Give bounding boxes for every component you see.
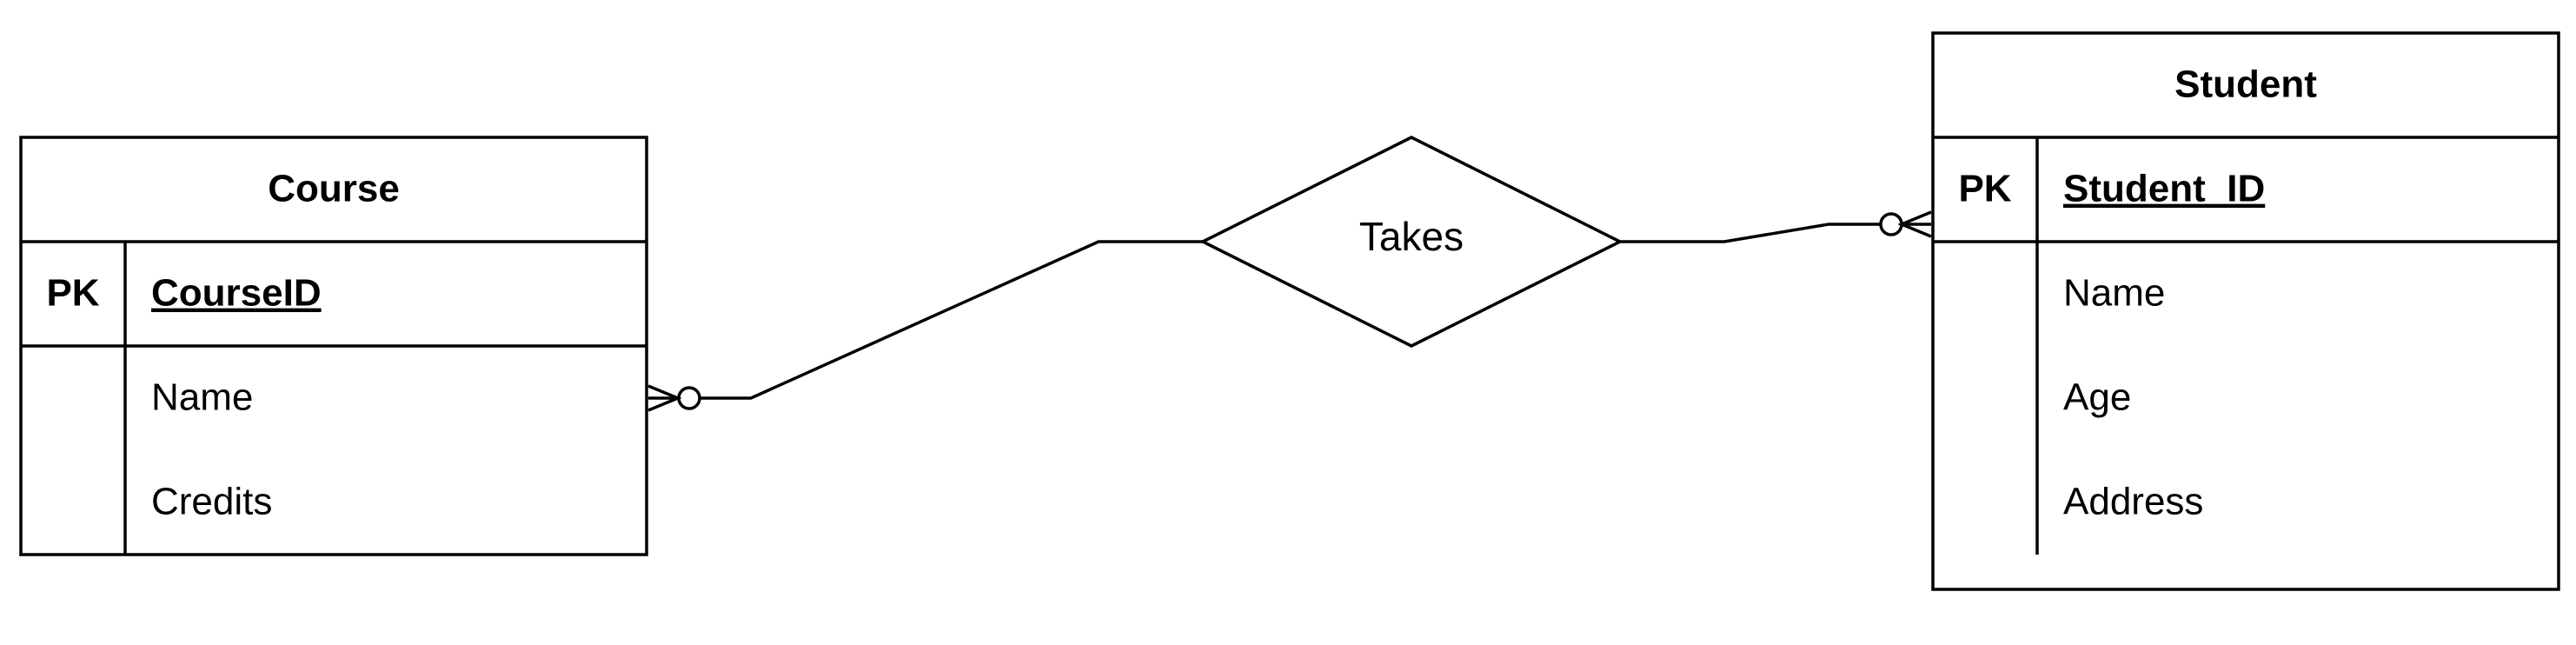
- entity-student-pk-label: PK: [1958, 168, 2011, 210]
- zero-cardinality-circle: [677, 386, 701, 410]
- crows-foot-icon: [1897, 210, 1932, 238]
- entity-student-box: [1931, 31, 2560, 591]
- entity-course[interactable]: Course PK CourseID Name Credits: [19, 136, 648, 556]
- entity-student-attribute: Name: [2063, 272, 2165, 315]
- relationship-label: Takes: [1359, 214, 1464, 259]
- connector-takes-student: [1620, 210, 1932, 243]
- entity-student-title: Student: [2174, 63, 2317, 106]
- entity-course-title: Course: [268, 168, 400, 210]
- crows-foot-icon: [647, 384, 682, 412]
- entity-course-pk-field: CourseID: [151, 272, 322, 315]
- entity-course-attribute: Name: [151, 376, 253, 419]
- connector-line: [1620, 223, 1881, 243]
- entity-student-attribute: Address: [2063, 481, 2203, 523]
- entity-student-attribute: Age: [2063, 376, 2131, 419]
- entity-course-pk-label: PK: [46, 272, 99, 315]
- entity-student-pk-field: Student_ID: [2063, 168, 2265, 210]
- connector-takes-course: [647, 240, 1203, 412]
- relationship-takes[interactable]: Takes: [1199, 136, 1623, 348]
- entity-course-attribute: Credits: [151, 481, 272, 523]
- connector-line: [700, 240, 1203, 400]
- entity-student[interactable]: Student PK Student_ID Name Age Address: [1931, 31, 2560, 591]
